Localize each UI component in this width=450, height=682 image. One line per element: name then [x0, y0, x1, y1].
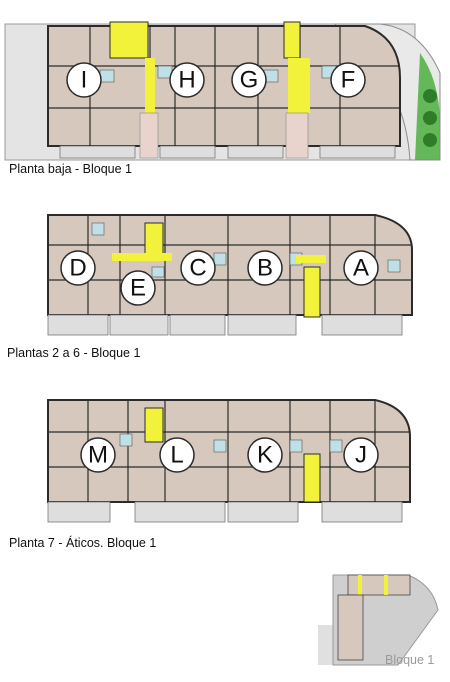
bathroom [151, 266, 165, 278]
keymap-label: Bloque 1 [385, 653, 435, 667]
stair-core [144, 407, 164, 443]
svg-text:C: C [189, 255, 206, 282]
terrace [227, 145, 284, 159]
bathroom [99, 69, 115, 83]
svg-text:L: L [170, 442, 183, 469]
site-keymap [318, 574, 439, 666]
svg-text:M: M [88, 442, 108, 469]
keymap-core [384, 575, 388, 595]
floor-plan-ground: I H G F [4, 21, 441, 161]
svg-text:B: B [257, 255, 273, 282]
terrace [59, 145, 136, 159]
terrace [227, 314, 297, 336]
unit-marker-c[interactable]: C [180, 250, 216, 286]
terrace [47, 501, 111, 523]
unit-marker-j[interactable]: J [343, 437, 379, 473]
terrace [134, 501, 226, 523]
tree [423, 89, 437, 103]
stair-core [303, 266, 321, 318]
terrace [321, 314, 403, 336]
corridor-highlight [296, 255, 326, 263]
terrace [321, 501, 403, 523]
unit-marker-f[interactable]: F [330, 62, 366, 98]
floor-plan-penthouse: M L K J [47, 399, 411, 523]
tree [423, 111, 437, 125]
floor-plan-typical: D E C B A [47, 214, 413, 336]
terrace [109, 314, 169, 336]
stair-core [109, 21, 149, 59]
svg-text:A: A [353, 255, 369, 282]
bathroom [329, 439, 343, 453]
unit-marker-k[interactable]: K [247, 437, 283, 473]
bathroom [91, 222, 105, 236]
entrance-path [285, 112, 309, 159]
floor-caption-ground: Planta baja - Bloque 1 [9, 162, 133, 176]
stair-core [303, 453, 321, 503]
terrace [169, 314, 226, 336]
unit-marker-d[interactable]: D [60, 250, 96, 286]
bathroom [213, 439, 227, 453]
unit-marker-l[interactable]: L [159, 437, 195, 473]
svg-text:F: F [341, 67, 356, 94]
bathroom [213, 252, 227, 266]
svg-text:I: I [81, 67, 88, 94]
svg-text:D: D [69, 255, 86, 282]
corridor-highlight [145, 58, 155, 133]
svg-text:J: J [355, 442, 367, 469]
corridor-highlight [112, 253, 172, 261]
bathroom [387, 259, 401, 273]
keymap-core [358, 575, 362, 595]
unit-marker-b[interactable]: B [247, 250, 283, 286]
bathroom [119, 433, 133, 447]
unit-marker-a[interactable]: A [343, 250, 379, 286]
unit-marker-m[interactable]: M [80, 437, 116, 473]
svg-text:K: K [257, 442, 273, 469]
terrace [159, 145, 216, 159]
terrace [319, 145, 396, 159]
keymap-wing [337, 594, 364, 661]
unit-marker-g[interactable]: G [231, 62, 267, 98]
keymap-block [347, 574, 411, 596]
svg-text:G: G [240, 67, 259, 94]
bathroom [289, 439, 303, 453]
unit-marker-h[interactable]: H [169, 62, 205, 98]
svg-text:H: H [178, 67, 195, 94]
garden-strip [415, 53, 440, 160]
terrace [227, 501, 299, 523]
corridor-highlight [288, 58, 310, 113]
stair-core [283, 21, 301, 59]
entrance-path [139, 112, 159, 159]
unit-marker-i[interactable]: I [66, 62, 102, 98]
tree [423, 133, 437, 147]
floor-caption-penthouse: Planta 7 - Áticos. Bloque 1 [9, 536, 157, 550]
unit-marker-e[interactable]: E [120, 270, 156, 306]
terrace [47, 314, 109, 336]
stair-core [144, 222, 164, 256]
floor-caption-typical: Plantas 2 a 6 - Bloque 1 [7, 346, 141, 360]
svg-text:E: E [130, 275, 146, 302]
